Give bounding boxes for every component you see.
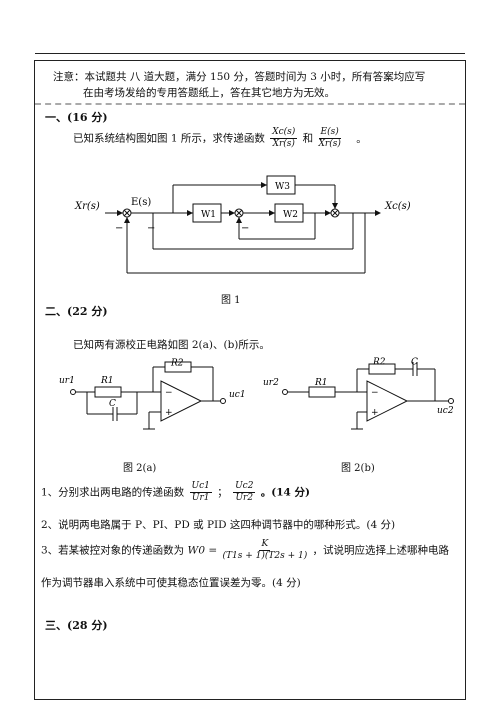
label-ur2: ur2 <box>263 378 279 388</box>
label-uc1: uc1 <box>229 390 246 400</box>
q2-frac2-num: Uc2 <box>233 481 256 493</box>
minus-input-b: − <box>371 388 379 398</box>
q1-frac1-num: Xc(s) <box>270 127 298 139</box>
plus-input-b: + <box>371 408 379 418</box>
minus-sign-2: − <box>147 223 155 234</box>
resistor-r1-a <box>94 386 122 398</box>
q2-item3-pre: 3、若某被控对象的传递函数为 <box>41 544 185 557</box>
q1-fraction-2: E(s) Xr(s) <box>318 127 340 150</box>
resistor-r1-b <box>308 386 336 398</box>
q2-item-1: 1、分别求出两电路的传递函数 Uc1 Ur1 ； Uc2 Ur2 。(14 分) <box>41 481 310 504</box>
q2-frac2-den: Ur2 <box>235 493 254 503</box>
q2-item1-sep: ； <box>217 486 228 499</box>
q2-frac1-den: Ur1 <box>191 493 210 503</box>
minus-input-a: − <box>165 388 173 398</box>
circuit-a: − + ur1 R1 C R2 uc1 <box>59 359 246 430</box>
label-c-b: C <box>411 358 418 368</box>
q2-frac1-num: Uc1 <box>189 481 212 493</box>
q2-item3-num: K <box>259 539 271 551</box>
label-error: E(s) <box>131 197 151 208</box>
q2-item1-post: 。(14 分) <box>260 486 310 499</box>
label-input: Xr(s) <box>74 201 100 212</box>
q2-item-3: 3、若某被控对象的传递函数为 W0 = K (T1s + 1)(T2s + 1)… <box>41 539 449 562</box>
plus-input-a: + <box>165 408 173 418</box>
q1-text: 已知系统结构图如图 1 所示，求传递函数 Xc(s) Xr(s) 和 E(s) … <box>73 127 367 150</box>
q2-item3-frac: K (T1s + 1)(T2s + 1) <box>222 539 307 562</box>
q2-item1-frac2: Uc2 Ur2 <box>233 481 256 504</box>
fig2b-caption: 图 2(b) <box>341 463 375 474</box>
q1-frac1-den: Xr(s) <box>272 139 295 149</box>
q2-item1-pre: 1、分别求出两电路的传递函数 <box>41 486 185 499</box>
minus-sign-1: − <box>115 223 123 234</box>
q2-item3-post: ，试说明应选择上述哪种电路 <box>312 544 450 557</box>
label-r2-a: R2 <box>170 359 184 369</box>
label-uc2: uc2 <box>437 406 454 416</box>
q3-heading: 三、(28 分) <box>45 619 108 632</box>
q2-item1-frac1: Uc1 Ur1 <box>189 481 212 504</box>
notice-line-1: 注意：本试题共 八 道大题，满分 150 分，答题时间为 3 小时，所有答案均应… <box>53 71 426 83</box>
notice-line-2: 在由考场发给的专用答题纸上，答在其它地方为无效。 <box>83 87 335 99</box>
block-diagram: Xr(s) E(s) W1 W2 W3 Xc(s) − − − <box>74 175 411 274</box>
q1-text-main: 已知系统结构图如图 1 所示，求传递函数 <box>73 132 265 145</box>
label-c-a: C <box>109 399 116 409</box>
fig1-caption: 图 1 <box>221 295 241 306</box>
label-output: Xc(s) <box>384 201 411 212</box>
opamp-b <box>366 380 409 422</box>
label-r2-b: R2 <box>372 358 386 368</box>
label-r1-b: R1 <box>314 378 328 388</box>
q2-item-3-line-2: 作为调节器串入系统中可使其稳态位置误差为零。(4 分) <box>41 577 301 589</box>
top-rule <box>35 53 465 54</box>
q1-and: 和 <box>302 132 314 145</box>
label-ur1: ur1 <box>59 376 75 386</box>
q1-heading: 一、(16 分) <box>45 111 108 124</box>
q2-item-2: 2、说明两电路属于 P、PI、PD 或 PID 这四种调节器中的哪种形式。(4 … <box>41 519 396 531</box>
label-r1-a: R1 <box>100 376 114 386</box>
circuit-b: − + ur2 R1 R2 C uc2 <box>263 358 454 430</box>
label-w1: W1 <box>201 210 216 220</box>
q2-item3-w: W0 = <box>187 544 218 557</box>
fig2a-caption: 图 2(a) <box>123 463 157 474</box>
dashed-divider <box>35 103 465 105</box>
notice: 注意：本试题共 八 道大题，满分 150 分，答题时间为 3 小时，所有答案均应… <box>53 69 453 101</box>
q1-fraction-1: Xc(s) Xr(s) <box>270 127 298 150</box>
label-w2: W2 <box>283 210 298 220</box>
q2-text: 已知两有源校正电路如图 2(a)、(b)所示。 <box>73 339 270 351</box>
label-w3: W3 <box>275 182 290 192</box>
q2-heading: 二、(22 分) <box>45 305 108 318</box>
exam-page: 注意：本试题共 八 道大题，满分 150 分，答题时间为 3 小时，所有答案均应… <box>34 53 466 700</box>
q2-item3-den: (T1s + 1)(T2s + 1) <box>222 551 308 561</box>
q1-frac2-den: Xr(s) <box>318 139 341 149</box>
q1-end: 。 <box>356 132 367 145</box>
q1-frac2-num: E(s) <box>318 127 341 139</box>
opamp-a <box>160 380 203 422</box>
minus-sign-3: − <box>241 223 249 234</box>
